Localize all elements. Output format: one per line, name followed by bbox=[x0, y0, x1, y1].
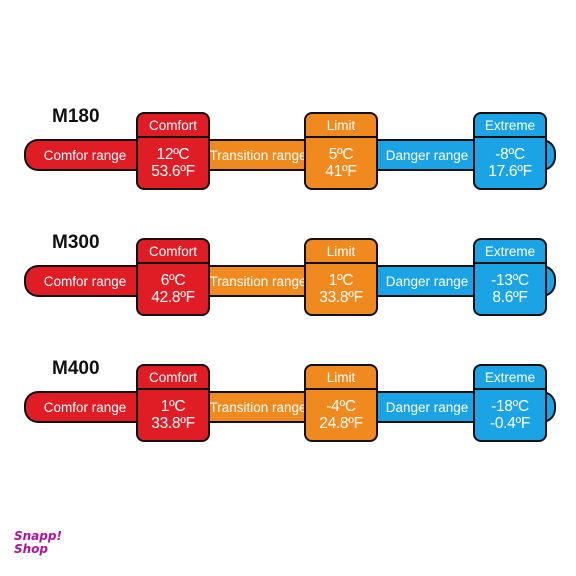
logo-line-1: Snapp! bbox=[14, 529, 62, 543]
comfort-card: Comfort 1ºC 33.8ºF bbox=[136, 364, 210, 442]
extreme-celsius: -18ºC bbox=[491, 398, 529, 415]
comfort-label: Comfort bbox=[138, 114, 208, 138]
danger-range-bar: Danger range bbox=[372, 391, 482, 423]
extreme-fahrenheit: 8.6ºF bbox=[492, 289, 528, 306]
limit-fahrenheit: 41ºF bbox=[325, 163, 357, 180]
comfort-range-bar: Comfor range bbox=[24, 391, 144, 423]
extreme-label: Extreme bbox=[475, 114, 545, 138]
model-block-m400: M400 Comfor range Transition range Dange… bbox=[0, 358, 576, 478]
extreme-celsius: -8ºC bbox=[495, 146, 525, 163]
comfort-celsius: 1ºC bbox=[160, 398, 186, 415]
comfort-card: Comfort 6ºC 42.8ºF bbox=[136, 238, 210, 316]
shop-logo: Snapp! Shop bbox=[14, 529, 62, 564]
extreme-fahrenheit: 17.6ºF bbox=[488, 163, 532, 180]
danger-range-bar: Danger range bbox=[372, 265, 482, 297]
limit-card: Limit 1ºC 33.8ºF bbox=[304, 238, 378, 316]
comfort-label: Comfort bbox=[138, 366, 208, 390]
limit-card: Limit 5ºC 41ºF bbox=[304, 112, 378, 190]
model-name: M300 bbox=[52, 232, 100, 253]
comfort-label: Comfort bbox=[138, 240, 208, 264]
danger-range-bar: Danger range bbox=[372, 139, 482, 171]
comfort-fahrenheit: 42.8ºF bbox=[151, 289, 195, 306]
extreme-fahrenheit: -0.4ºF bbox=[489, 415, 531, 432]
logo-line-2: Shop bbox=[14, 542, 49, 556]
extreme-celsius: -13ºC bbox=[491, 272, 529, 289]
comfort-card: Comfort 12ºC 53.6ºF bbox=[136, 112, 210, 190]
comfort-fahrenheit: 33.8ºF bbox=[151, 415, 195, 432]
comfort-fahrenheit: 53.6ºF bbox=[151, 163, 195, 180]
transition-range-bar: Transition range bbox=[205, 265, 311, 297]
comfort-range-bar: Comfor range bbox=[24, 139, 144, 171]
limit-celsius: 5ºC bbox=[328, 146, 354, 163]
limit-celsius: -4ºC bbox=[326, 398, 356, 415]
limit-label: Limit bbox=[306, 114, 376, 138]
model-name: M400 bbox=[52, 358, 100, 379]
extreme-label: Extreme bbox=[475, 366, 545, 390]
comfort-range-bar: Comfor range bbox=[24, 265, 144, 297]
extreme-card: Extreme -18ºC -0.4ºF bbox=[473, 364, 547, 442]
limit-label: Limit bbox=[306, 240, 376, 264]
limit-celsius: 1ºC bbox=[328, 272, 354, 289]
comfort-celsius: 12ºC bbox=[156, 146, 190, 163]
limit-card: Limit -4ºC 24.8ºF bbox=[304, 364, 378, 442]
comfort-celsius: 6ºC bbox=[160, 272, 186, 289]
transition-range-bar: Transition range bbox=[205, 391, 311, 423]
extreme-card: Extreme -8ºC 17.6ºF bbox=[473, 112, 547, 190]
model-block-m300: M300 Comfor range Transition range Dange… bbox=[0, 232, 576, 352]
transition-range-bar: Transition range bbox=[205, 139, 311, 171]
extreme-card: Extreme -13ºC 8.6ºF bbox=[473, 238, 547, 316]
limit-fahrenheit: 24.8ºF bbox=[319, 415, 363, 432]
extreme-label: Extreme bbox=[475, 240, 545, 264]
model-block-m180: M180 Comfor range Transition range Dange… bbox=[0, 106, 576, 226]
limit-fahrenheit: 33.8ºF bbox=[319, 289, 363, 306]
limit-label: Limit bbox=[306, 366, 376, 390]
model-name: M180 bbox=[52, 106, 100, 127]
